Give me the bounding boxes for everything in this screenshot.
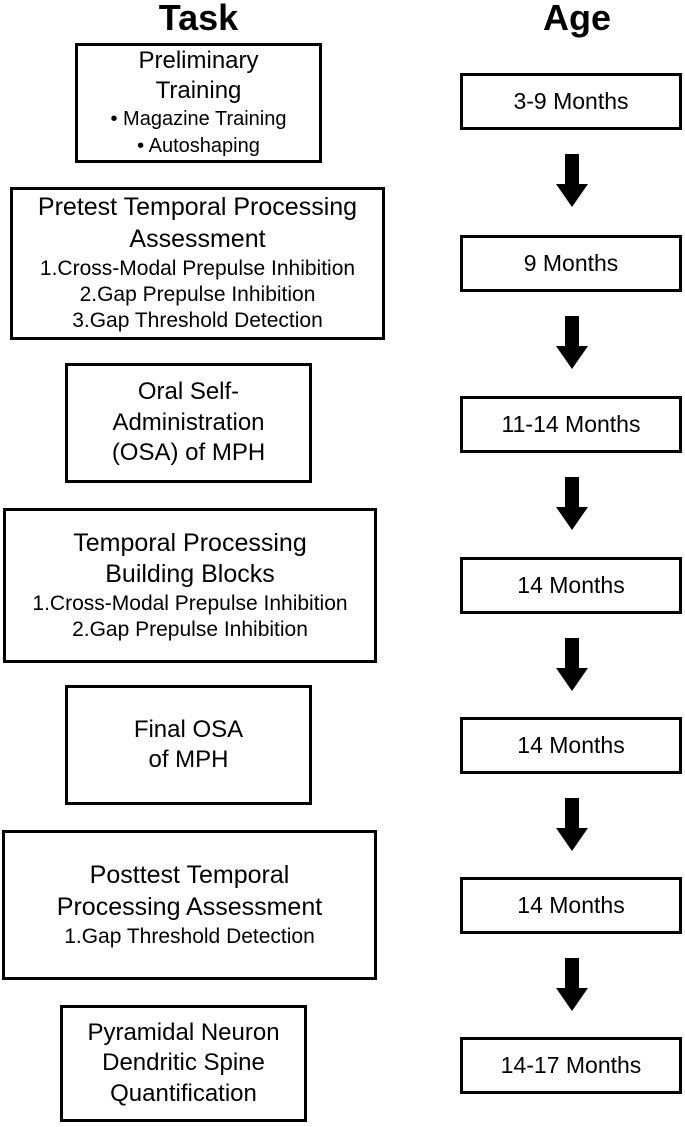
task-box-oral-self-administration: Oral Self- Administration (OSA) of MPH: [65, 363, 312, 483]
task-box-posttest-temporal-processing-assessment: Posttest Temporal Processing Assessment …: [2, 830, 377, 980]
task-box-items: • Magazine Training • Autoshaping: [111, 106, 287, 160]
task-box-pretest-temporal-processing-assessment: Pretest Temporal Processing Assessment 1…: [10, 187, 385, 340]
task-list-item: 2.Gap Prepulse Inhibition: [72, 618, 308, 642]
task-box-title: Pretest Temporal Processing Assessment: [37, 193, 358, 254]
task-list-item: 1.Cross-Modal Prepulse Inhibition: [32, 592, 348, 615]
age-label: 14 Months: [517, 892, 625, 918]
task-box-pyramidal-neuron-quantification: Pyramidal Neuron Dendritic Spine Quantif…: [60, 1005, 307, 1122]
task-box-temporal-processing-building-blocks: Temporal Processing Building Blocks 1.Cr…: [3, 508, 377, 663]
age-box: 14 Months: [460, 717, 682, 774]
task-box-preliminary-training: Preliminary Training • Magazine Training…: [75, 43, 322, 163]
age-label: 14-17 Months: [500, 1052, 642, 1078]
age-box: 9 Months: [460, 235, 682, 292]
age-label: 11-14 Months: [501, 411, 641, 437]
task-box-final-osa: Final OSA of MPH: [65, 685, 312, 805]
age-label: 14 Months: [517, 732, 625, 758]
age-box: 14 Months: [460, 877, 682, 934]
task-box-title: Pyramidal Neuron Dendritic Spine Quantif…: [87, 1018, 280, 1107]
age-column-header: Age: [542, 0, 611, 38]
task-box-title: Temporal Processing Building Blocks: [73, 528, 307, 589]
age-box: 3-9 Months: [460, 73, 682, 130]
task-list-item: 2.Gap Prepulse Inhibition: [79, 283, 316, 307]
down-arrow-icon: [556, 798, 588, 851]
task-box-title: Posttest Temporal Processing Assessment: [56, 861, 323, 921]
task-box-title: Final OSA of MPH: [133, 715, 244, 773]
task-list-item: 1.Gap Threshold Detection: [64, 924, 315, 948]
age-box: 11-14 Months: [460, 396, 682, 453]
down-arrow-icon: [556, 477, 588, 530]
task-list-item: • Autoshaping: [137, 135, 260, 158]
task-box-title: Oral Self- Administration (OSA) of MPH: [111, 378, 266, 467]
task-box-items: 1.Gap Threshold Detection: [64, 924, 315, 950]
task-column-header: Task: [158, 0, 239, 38]
age-box: 14 Months: [460, 557, 682, 614]
age-label: 14 Months: [517, 572, 625, 598]
task-list-item: 3.Gap Threshold Detection: [72, 309, 323, 333]
down-arrow-icon: [556, 958, 588, 1011]
age-label: 3-9 Months: [513, 88, 629, 114]
task-box-items: 1.Cross-Modal Prepulse Inhibition 2.Gap …: [40, 256, 355, 335]
age-label: 9 Months: [523, 250, 619, 276]
down-arrow-icon: [556, 638, 588, 691]
task-box-items: 1.Cross-Modal Prepulse Inhibition 2.Gap …: [32, 591, 347, 644]
task-list-item: • Magazine Training: [110, 108, 287, 131]
task-list-item: 1.Cross-Modal Prepulse Inhibition: [39, 256, 356, 280]
age-box: 14-17 Months: [460, 1037, 682, 1094]
down-arrow-icon: [556, 154, 588, 207]
down-arrow-icon: [556, 316, 588, 369]
task-box-title: Preliminary Training: [138, 46, 259, 104]
